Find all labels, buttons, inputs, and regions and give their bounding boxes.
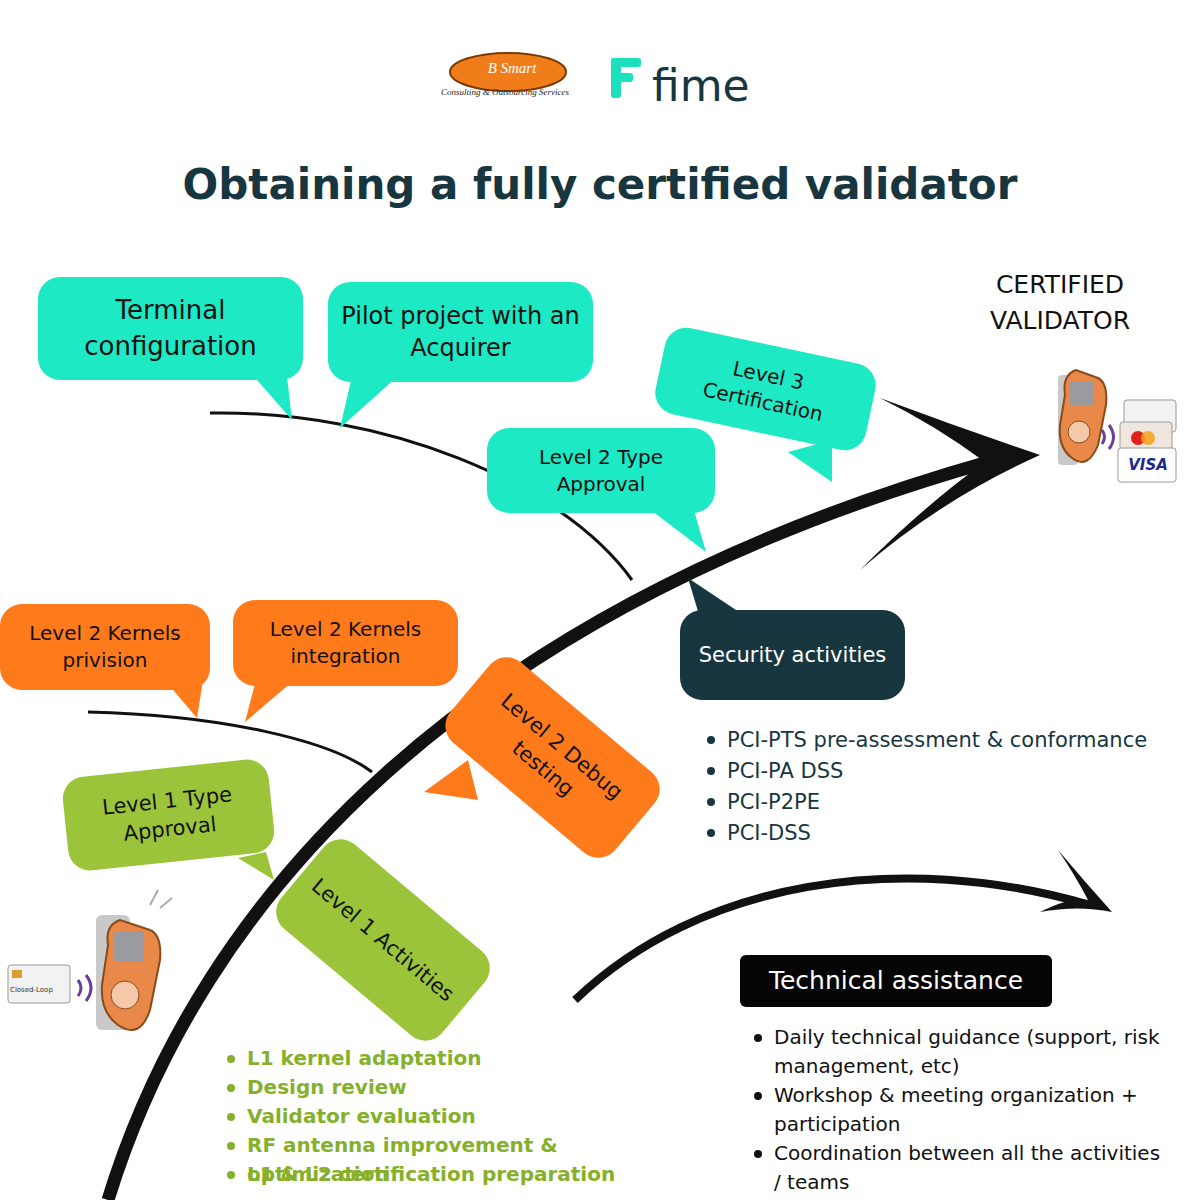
speech-bubble: Technical assistance (740, 955, 1052, 1007)
bubble-text: Level 1 Type Approval (73, 777, 265, 853)
bullet-dot (227, 1055, 235, 1063)
text-label: B Smart (462, 58, 562, 80)
bullet-dot (754, 1150, 762, 1158)
bubble-text: Level 2 Kernels integration (243, 616, 448, 670)
bullet-dot (227, 1142, 235, 1150)
text-label: Closed-Loop (10, 985, 70, 995)
bullet-item: Validator evaluation (225, 1102, 695, 1131)
text-label: Consulting & Outsourcing Services (440, 86, 570, 99)
bullet-dot (227, 1084, 235, 1092)
arrow-head (1040, 850, 1112, 912)
speech-bubble: Terminal configuration (38, 277, 303, 380)
fime-icon (611, 87, 621, 97)
bullet-dot (707, 798, 715, 806)
bullet-item: Coordination between all the activities … (752, 1139, 1162, 1197)
bubble-tail (340, 376, 398, 428)
bubble-text: Level 2 Type Approval (497, 444, 705, 498)
bubble-tail (245, 680, 292, 722)
fime-icon (611, 73, 633, 82)
secondary-arrow (575, 878, 1090, 1000)
validator-device (1058, 370, 1176, 482)
bullet-dot (754, 1034, 762, 1042)
bullet-item: Design review (225, 1073, 695, 1102)
text-label: CERTIFIED VALIDATOR (960, 267, 1160, 340)
speech-bubble: Level 2 Kernels privision (0, 604, 210, 690)
bubble-text: Technical assistance (769, 964, 1023, 998)
bullet-item: PCI-PTS pre-assessment & conformance (705, 725, 1185, 755)
bullet-item: Workshop & meeting organization + partic… (752, 1081, 1162, 1139)
fime-icon (611, 58, 641, 67)
bullet-item: Daily technical guidance (support, risk … (752, 1023, 1162, 1081)
bullet-dot (227, 1113, 235, 1121)
bubble-text: Level 1 Activities (306, 872, 461, 1008)
speech-bubble: Level 2 Kernels integration (233, 600, 458, 686)
bubble-text: Pilot project with an Acquirer (338, 300, 583, 365)
arrow-head (860, 398, 1040, 570)
text-label: fime (652, 54, 772, 118)
bullet-item: L1 & L2 certification preparation (225, 1160, 695, 1189)
bsmart-logo (450, 53, 566, 91)
text-label: VISA (1120, 455, 1176, 477)
bubble-text: Terminal configuration (48, 293, 293, 363)
bubble-text: Level 2 Kernels privision (10, 620, 200, 674)
bullet-dot (707, 736, 715, 744)
bubble-tail (238, 852, 274, 880)
speech-bubble: Level 2 Type Approval (487, 428, 715, 513)
speech-bubble: Level 2 Debug testing (436, 648, 668, 867)
bullet-item: PCI-PA DSS (705, 756, 1185, 786)
validator-device (8, 890, 172, 1030)
bullet-item: PCI-P2PE (705, 787, 1185, 817)
speech-bubble: Pilot project with an Acquirer (328, 282, 593, 382)
bubble-tail (424, 760, 478, 800)
bullet-item: PCI-DSS (705, 818, 1185, 848)
bubble-text: Security activities (699, 641, 887, 669)
bullet-dot (707, 767, 715, 775)
title: Obtaining a fully certified validator (0, 160, 1200, 209)
speech-bubble: Security activities (680, 610, 905, 700)
bullet-dot (754, 1092, 762, 1100)
bullet-item: L1 kernel adaptation (225, 1044, 695, 1073)
bubble-text: Level 3 Certification (665, 342, 867, 435)
bullet-dot (707, 829, 715, 837)
bubble-text: Level 2 Debug testing (460, 673, 646, 842)
speech-bubble: Level 1 Type Approval (61, 757, 277, 872)
bullet-dot (227, 1171, 235, 1179)
